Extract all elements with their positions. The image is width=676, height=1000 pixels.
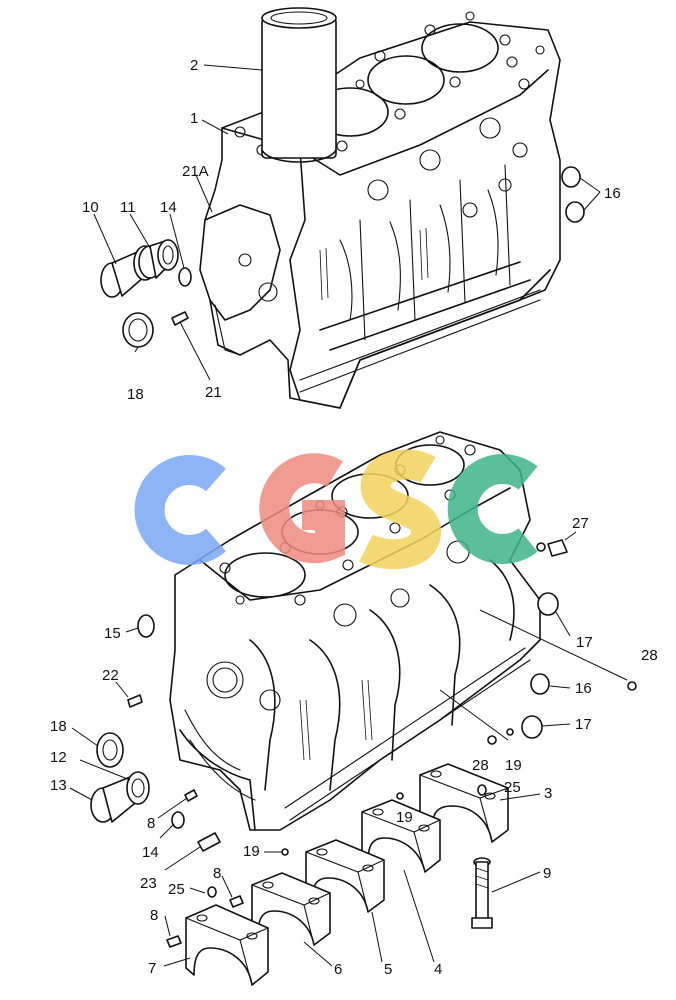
leader-lines	[69, 64, 628, 967]
callout-25-lower: 25	[168, 881, 185, 898]
pin-8-left	[166, 935, 182, 948]
plug-16-a	[561, 166, 581, 188]
callout-19-c: 19	[243, 843, 260, 860]
callout-23: 23	[140, 875, 157, 892]
bolt-9	[471, 857, 493, 929]
callout-16-lower: 16	[575, 680, 592, 697]
callout-19-b: 19	[396, 809, 413, 826]
callout-11: 11	[120, 199, 136, 216]
plug-27	[547, 539, 568, 557]
cylinder-liner	[261, 7, 337, 163]
cgsc-watermark	[134, 449, 538, 570]
plug-17-lower	[521, 715, 543, 739]
plug-28-lower	[487, 735, 497, 745]
dowel-25-lower	[207, 886, 217, 898]
callout-13: 13	[50, 777, 67, 794]
callout-28-lower: 28	[472, 757, 489, 774]
callout-6: 6	[334, 961, 342, 978]
callout-17-lower: 17	[575, 716, 592, 733]
plug-19-b	[396, 792, 404, 800]
pin-8-lower	[229, 895, 244, 908]
callout-25-upper: 25	[504, 779, 521, 796]
bushing-11	[138, 239, 179, 279]
bearing-cap-7	[185, 886, 269, 986]
callout-2: 2	[190, 57, 198, 74]
callout-14-lower: 14	[142, 844, 159, 861]
washer-27	[536, 542, 546, 552]
bushing-12-13	[90, 771, 150, 823]
plug-16-b	[565, 201, 585, 223]
bearing-cap-3	[419, 763, 509, 843]
watermark-letter-c2	[447, 454, 538, 564]
upper-cylinder-block	[199, 11, 561, 409]
watermark-letter-g	[259, 453, 345, 564]
o-ring-14-lower	[171, 811, 185, 829]
callout-21a: 21A	[182, 163, 209, 180]
o-ring-14	[178, 267, 192, 287]
callout-12: 12	[50, 749, 67, 766]
plug-15	[137, 614, 155, 638]
plug-17-upper	[537, 592, 559, 616]
callout-5: 5	[384, 961, 392, 978]
pin-22	[127, 694, 143, 708]
callout-8-lower: 8	[213, 865, 221, 882]
callout-9: 9	[543, 865, 551, 882]
pin-21	[171, 311, 189, 326]
callout-4: 4	[434, 961, 442, 978]
plug-19-c	[281, 848, 289, 856]
plug-19-a	[506, 728, 514, 736]
seal-18	[122, 312, 154, 348]
callout-28-right: 28	[641, 647, 658, 664]
callout-18-lower: 18	[50, 718, 67, 735]
callout-15: 15	[104, 625, 121, 642]
callout-14-upper: 14	[160, 199, 177, 216]
watermark-letter-s	[359, 449, 441, 570]
pin-8-front	[184, 789, 198, 802]
callout-27: 27	[572, 515, 589, 532]
plug-16-lower	[530, 673, 550, 695]
plug-28-right	[627, 681, 637, 691]
upper-bushings-group	[100, 166, 585, 348]
watermark-letter-c1	[134, 455, 226, 565]
callout-1: 1	[190, 110, 198, 127]
callout-8-front: 8	[147, 815, 155, 832]
callout-3: 3	[544, 785, 552, 802]
callout-17-upper: 17	[576, 634, 593, 651]
callout-7: 7	[148, 960, 156, 977]
callout-18-upper: 18	[127, 386, 144, 403]
dowel-25-upper	[477, 784, 487, 796]
callout-21: 21	[205, 384, 222, 401]
callout-22: 22	[102, 667, 119, 684]
seal-18-lower	[96, 732, 124, 768]
pin-23	[197, 832, 221, 852]
callout-19-a: 19	[505, 757, 522, 774]
lower-parts-group	[90, 539, 637, 986]
callout-labels: 2 1 21A 10 11 14 16 18 21 27 15 17 28 22…	[50, 57, 658, 978]
callout-8-left: 8	[150, 907, 158, 924]
callout-10: 10	[82, 199, 99, 216]
callout-16-upper: 16	[604, 185, 621, 202]
